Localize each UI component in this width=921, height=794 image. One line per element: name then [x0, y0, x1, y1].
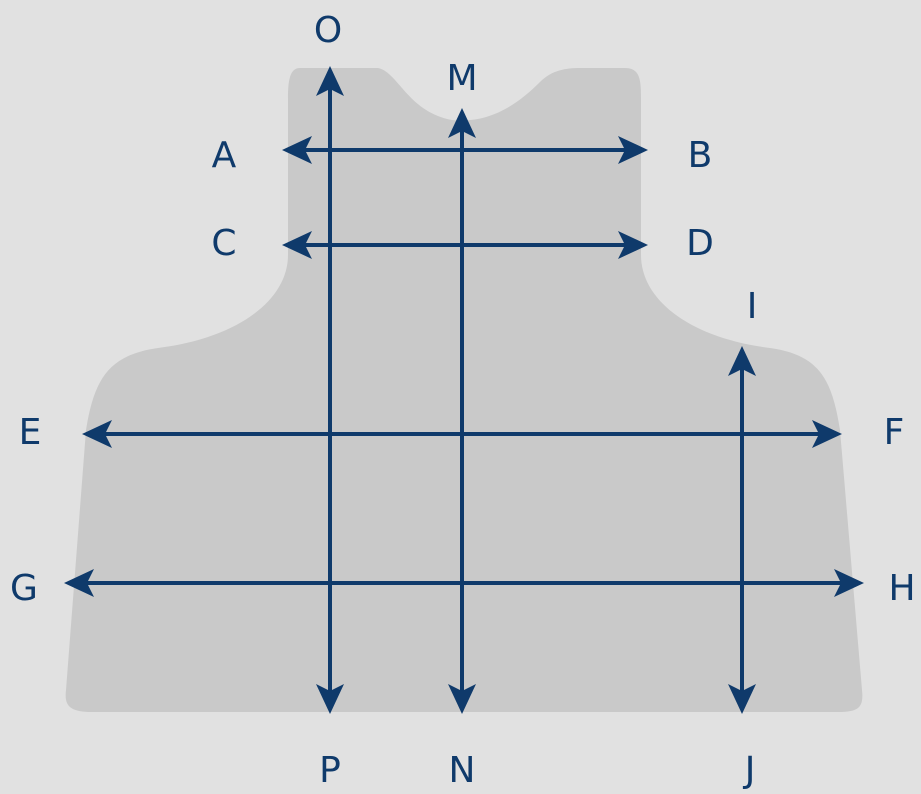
label-h: H: [888, 568, 915, 609]
measure-a-b: [282, 136, 648, 164]
label-j: J: [743, 750, 756, 791]
label-b: B: [688, 135, 713, 176]
garment-silhouette: [65, 68, 863, 712]
label-g: G: [10, 568, 38, 609]
measure-m-n: [448, 108, 476, 714]
measure-i-j: [728, 346, 756, 714]
label-c: C: [211, 223, 236, 264]
label-m: M: [446, 58, 477, 99]
label-p: P: [319, 750, 341, 791]
label-e: E: [19, 412, 42, 453]
label-o: O: [314, 10, 342, 51]
label-f: F: [884, 412, 905, 453]
measure-c-d: [282, 231, 648, 259]
label-a: A: [212, 135, 237, 176]
measure-o-p: [316, 66, 344, 714]
label-n: N: [449, 750, 476, 791]
label-d: D: [686, 223, 714, 264]
label-i: I: [747, 286, 758, 327]
